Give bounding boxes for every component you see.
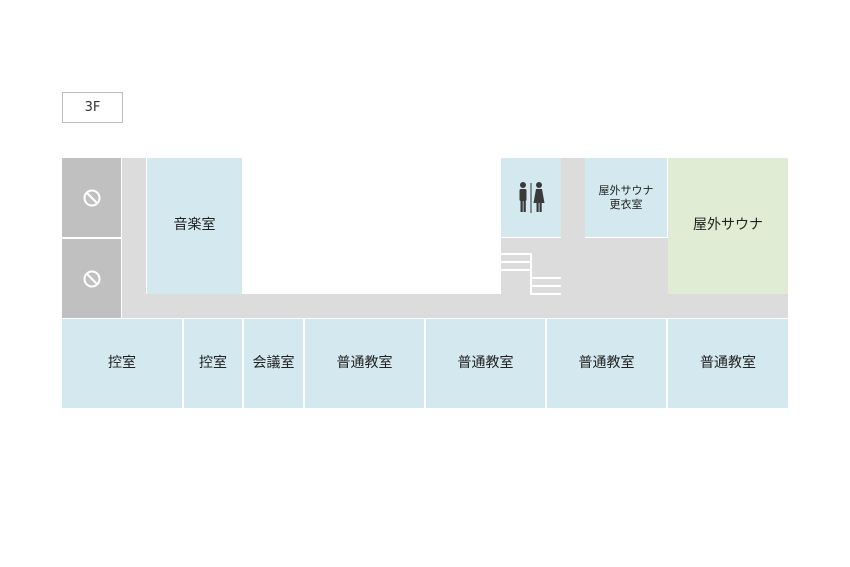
classroom-3-label: 普通教室 (578, 354, 635, 371)
classroom-1[interactable]: 普通教室 (305, 319, 424, 408)
stair-divider (530, 253, 532, 295)
classroom-4[interactable]: 普通教室 (668, 319, 788, 408)
outdoor-sauna[interactable]: 屋外サウナ (668, 158, 788, 294)
classroom-2-label: 普通教室 (457, 354, 514, 371)
prep-room-1[interactable]: 控室 (62, 319, 182, 408)
meeting-room[interactable]: 会議室 (244, 319, 303, 408)
restroom-icon (519, 181, 545, 213)
stair-step (531, 277, 561, 279)
restricted-room-1 (62, 158, 121, 237)
corridor-horizontal (122, 294, 788, 318)
no-entry-icon (83, 189, 100, 206)
floor-label: 3F (62, 92, 123, 123)
stair-step (501, 269, 531, 271)
music-room-label: 音楽室 (173, 217, 216, 234)
music-room[interactable]: 音楽室 (147, 158, 242, 294)
classroom-3[interactable]: 普通教室 (547, 319, 666, 408)
stair-step (531, 293, 561, 295)
restroom[interactable] (501, 158, 561, 237)
stair-step (531, 285, 561, 287)
sauna-locker-room[interactable]: 屋外サウナ 更衣室 (585, 158, 667, 237)
classroom-2[interactable]: 普通教室 (426, 319, 545, 408)
prep-room-1-label: 控室 (108, 354, 136, 371)
stair-step (501, 253, 531, 255)
meeting-room-label: 会議室 (252, 354, 295, 371)
stair-step (501, 261, 531, 263)
outdoor-sauna-label: 屋外サウナ (693, 217, 763, 234)
corridor-right-block (561, 158, 585, 298)
restricted-room-2 (62, 239, 121, 318)
prep-room-2[interactable]: 控室 (184, 319, 242, 408)
no-entry-icon (83, 270, 100, 287)
classroom-1-label: 普通教室 (336, 354, 393, 371)
corridor-right-block-2 (585, 238, 668, 298)
sauna-locker-room-label: 屋外サウナ 更衣室 (598, 183, 654, 211)
corridor-left-vertical (122, 158, 146, 318)
classroom-4-label: 普通教室 (700, 354, 756, 371)
prep-room-2-label: 控室 (199, 354, 227, 371)
